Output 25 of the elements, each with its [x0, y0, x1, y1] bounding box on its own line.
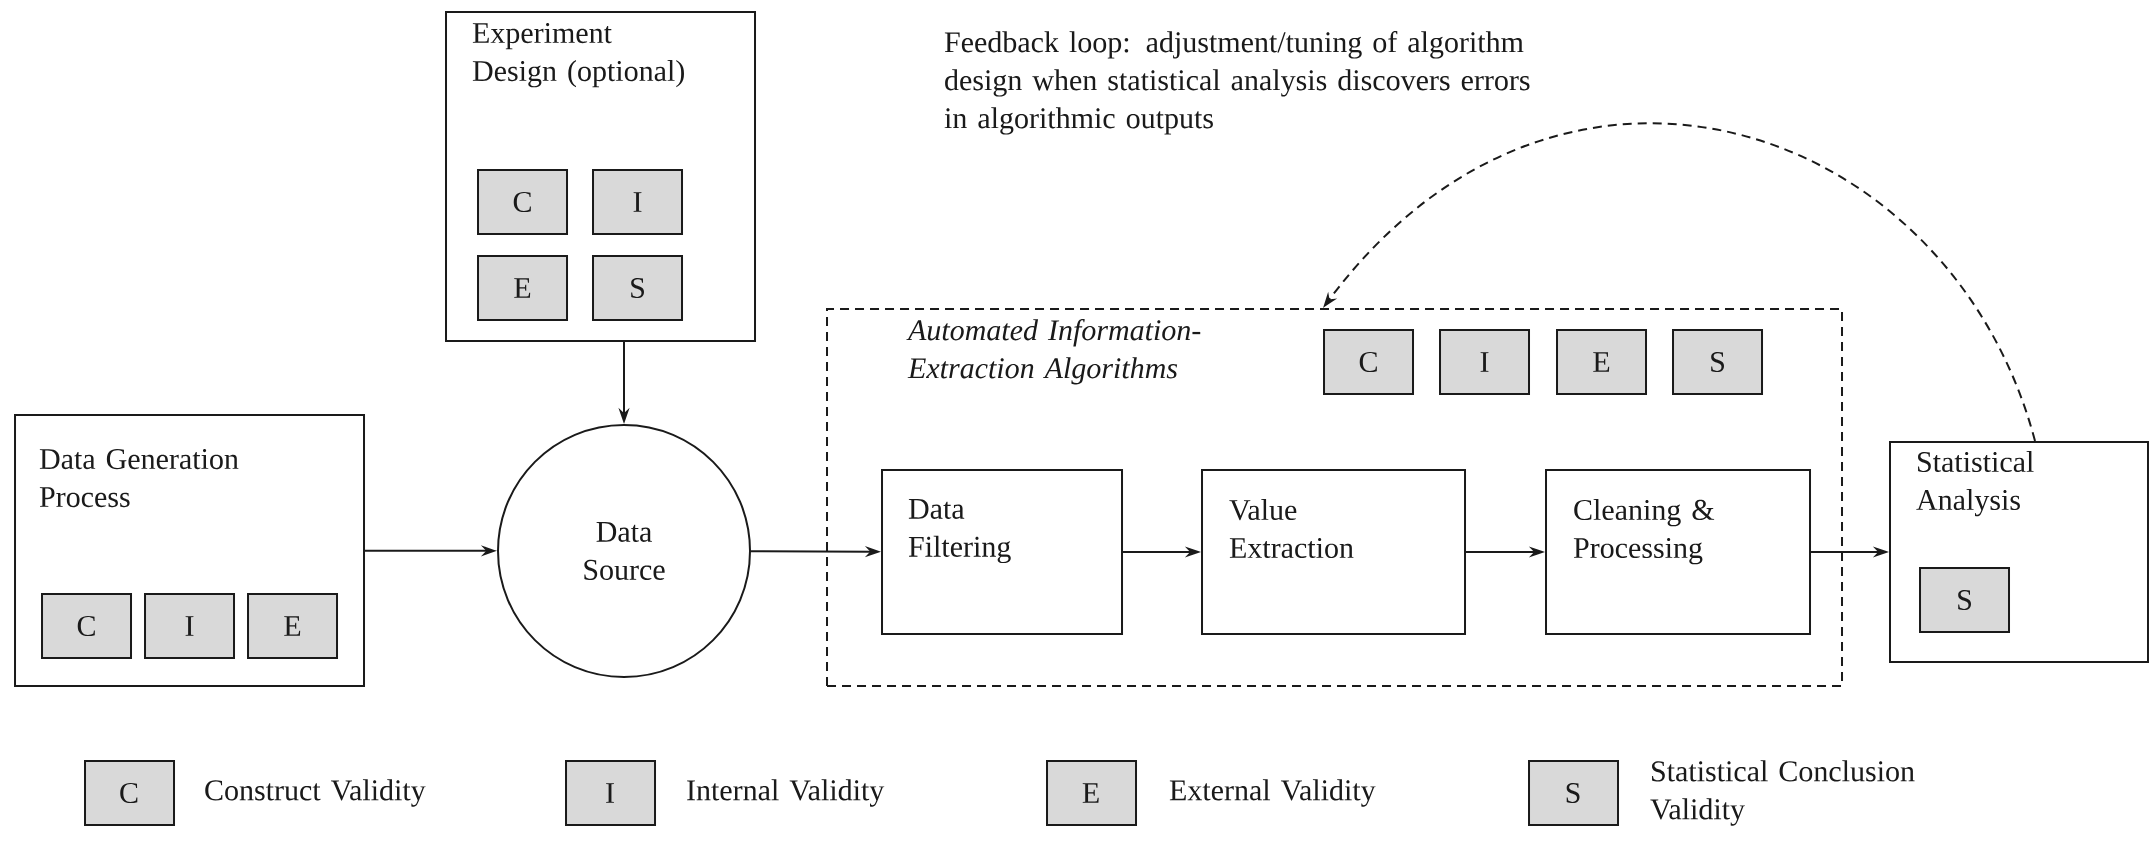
legend-letter: C — [120, 782, 138, 804]
legend-text: Internal Validity — [687, 779, 885, 807]
legend-letter: E — [1082, 783, 1099, 803]
validity-box: S — [1672, 329, 1763, 395]
arrow — [1323, 122, 2036, 442]
legend-text: Construct Validity — [205, 779, 426, 807]
validity-box: I — [1439, 329, 1530, 395]
legend-text: Statistical Conclusion Validity — [1650, 760, 1915, 826]
process-box: Value Extraction — [1201, 469, 1466, 635]
validity-box: S — [1919, 567, 2010, 633]
validity-box: E — [477, 255, 568, 321]
legend-letter: S — [1566, 782, 1580, 804]
annotation-text: Feedback loop: adjustment/tuning of algorithm design when statistical analysis discovers errors in algorithmic outputs — [944, 31, 1530, 135]
validity-box: C — [41, 593, 132, 659]
process-box: Data Filtering — [881, 469, 1123, 635]
validity-box: I — [144, 593, 235, 659]
process-box: Cleaning & Processing — [1545, 469, 1811, 635]
legend-text: External Validity — [1169, 779, 1376, 807]
validity-box: S — [592, 255, 683, 321]
validity-box: E — [247, 593, 338, 659]
legend-letter: I — [606, 783, 614, 803]
validity-box: C — [477, 169, 568, 235]
validity-box: E — [1556, 329, 1647, 395]
validity-box: C — [1323, 329, 1414, 395]
validity-box: I — [592, 169, 683, 235]
